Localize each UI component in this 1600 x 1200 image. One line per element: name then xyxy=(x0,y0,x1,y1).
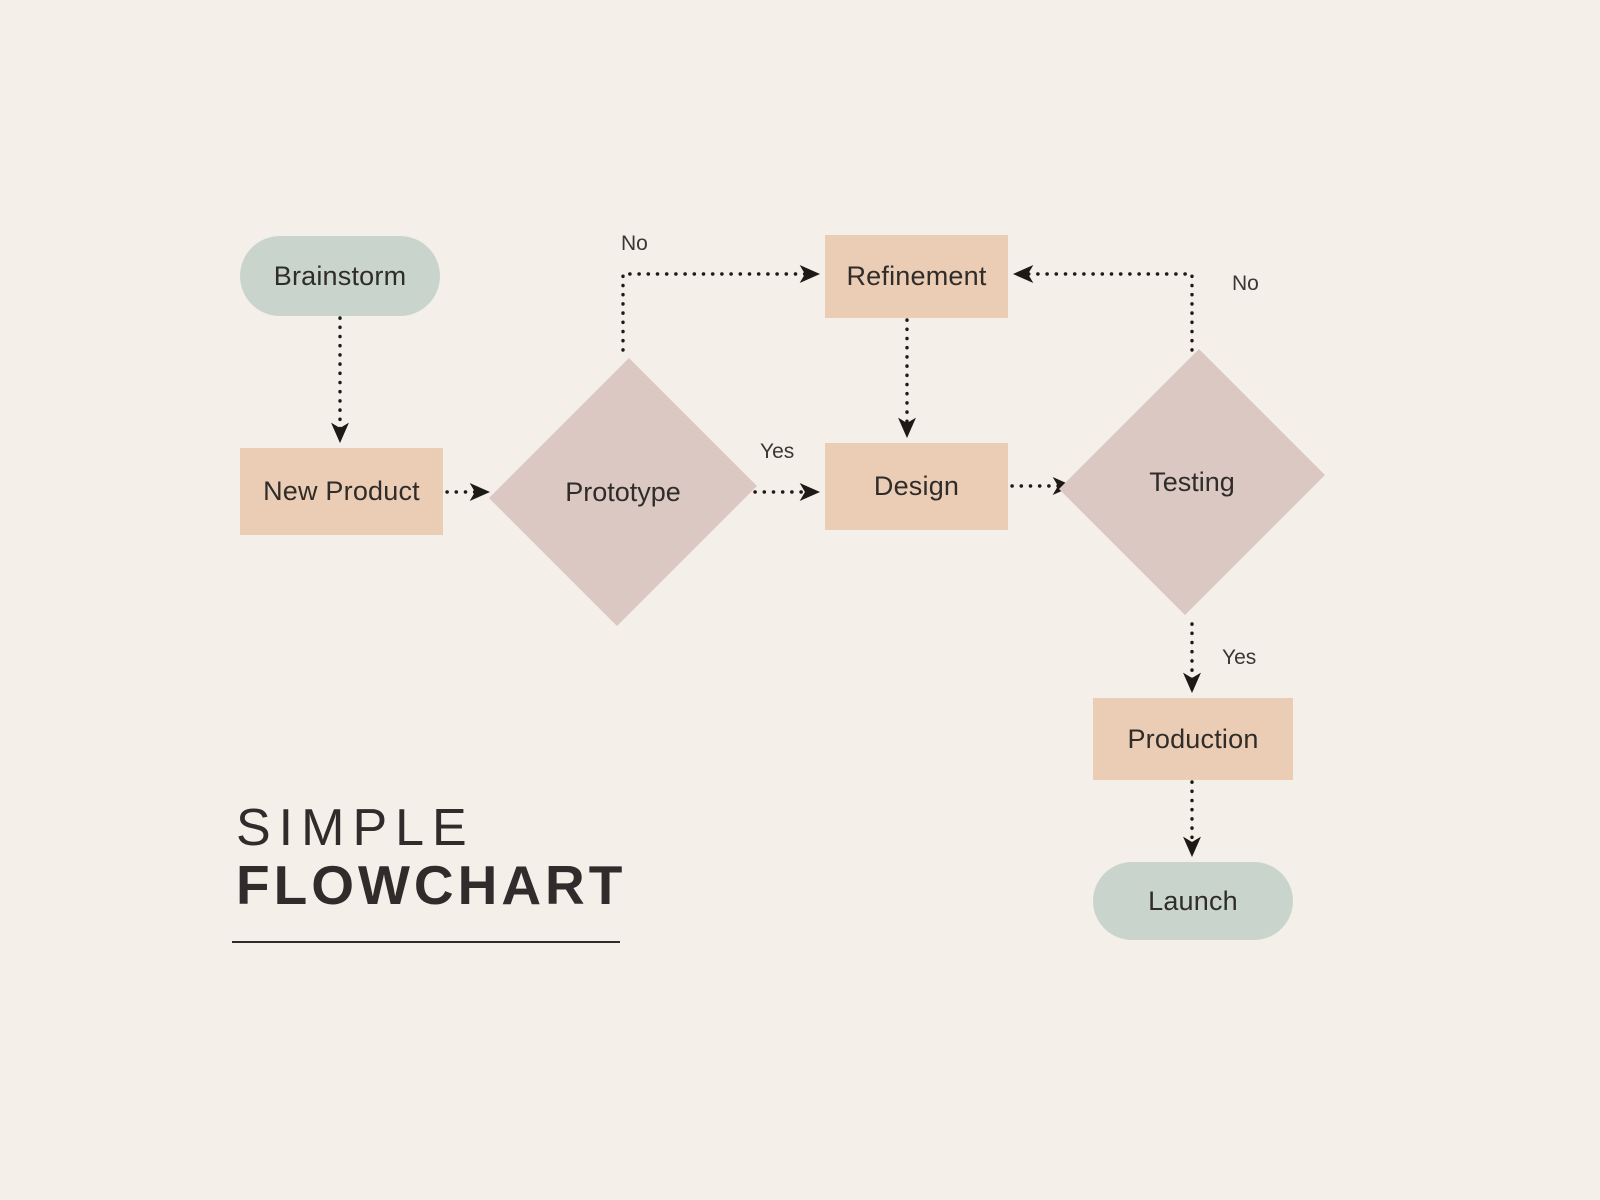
node-testing[interactable]: Testing xyxy=(1059,342,1325,622)
node-prototype-label: Prototype xyxy=(565,476,681,507)
title-block: SIMPLE FLOWCHART xyxy=(236,800,626,916)
edge-label-testing-yes: Yes xyxy=(1222,646,1257,669)
node-design-label: Design xyxy=(873,471,960,501)
title-underline-rule xyxy=(232,941,620,943)
edge-label-prototype-no: No xyxy=(621,232,648,255)
node-prototype[interactable]: Prototype xyxy=(489,352,757,632)
node-launch[interactable]: Launch xyxy=(1093,862,1293,940)
title-line-flowchart: FLOWCHART xyxy=(236,854,627,917)
node-testing-label: Testing xyxy=(1149,466,1235,497)
edge-prototype-no-to-refinement xyxy=(621,265,821,352)
node-design[interactable]: Design xyxy=(825,443,1008,530)
edge-testing-no-to-refinement xyxy=(1012,265,1194,352)
title-line-simple: SIMPLE xyxy=(236,799,475,857)
node-production[interactable]: Production xyxy=(1093,698,1293,780)
node-refinement[interactable]: Refinement xyxy=(825,235,1008,318)
node-launch-label: Launch xyxy=(1148,885,1238,916)
edge-label-testing-no: No xyxy=(1232,272,1259,295)
node-brainstorm[interactable]: Brainstorm xyxy=(240,236,440,316)
node-production-label: Production xyxy=(1127,723,1259,754)
node-new-product[interactable]: New Product xyxy=(240,448,443,535)
node-refinement-label: Refinement xyxy=(846,261,987,291)
node-new-product-label: New Product xyxy=(263,476,420,506)
edge-label-prototype-yes: Yes xyxy=(760,440,795,463)
node-brainstorm-label: Brainstorm xyxy=(273,260,407,291)
